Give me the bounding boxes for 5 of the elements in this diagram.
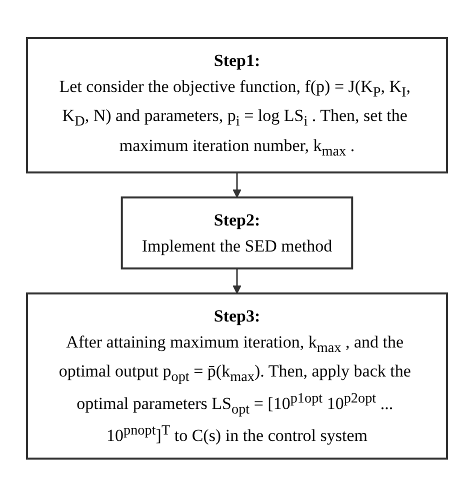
arrow [232, 268, 242, 294]
node-box: Step1: Let consider the objective function, f(p) = J(K$_{P}$, K$_{I}$, K$_{D}$, N) and parameters, p$_{i}$ = log LS$_{i}$ . Then, set the maximum iteration number, k$_{max}$ . [26, 36, 448, 174]
arrow [232, 172, 242, 198]
node-box: Step3: After attaining maximum iteration, k$_{max}$ , and the optimal output p$_{opt}$ = p̄(k$_{max}$). Then, apply back the optimal parameters LS$_{opt}$ = [10$^{p1opt}$ 10$^{p2opt}$ ... 10$^{pnopt}$]$^{T}$ to C(s) in the control system [26, 292, 448, 460]
node-box: Step2: Implement the SED method [120, 196, 354, 270]
